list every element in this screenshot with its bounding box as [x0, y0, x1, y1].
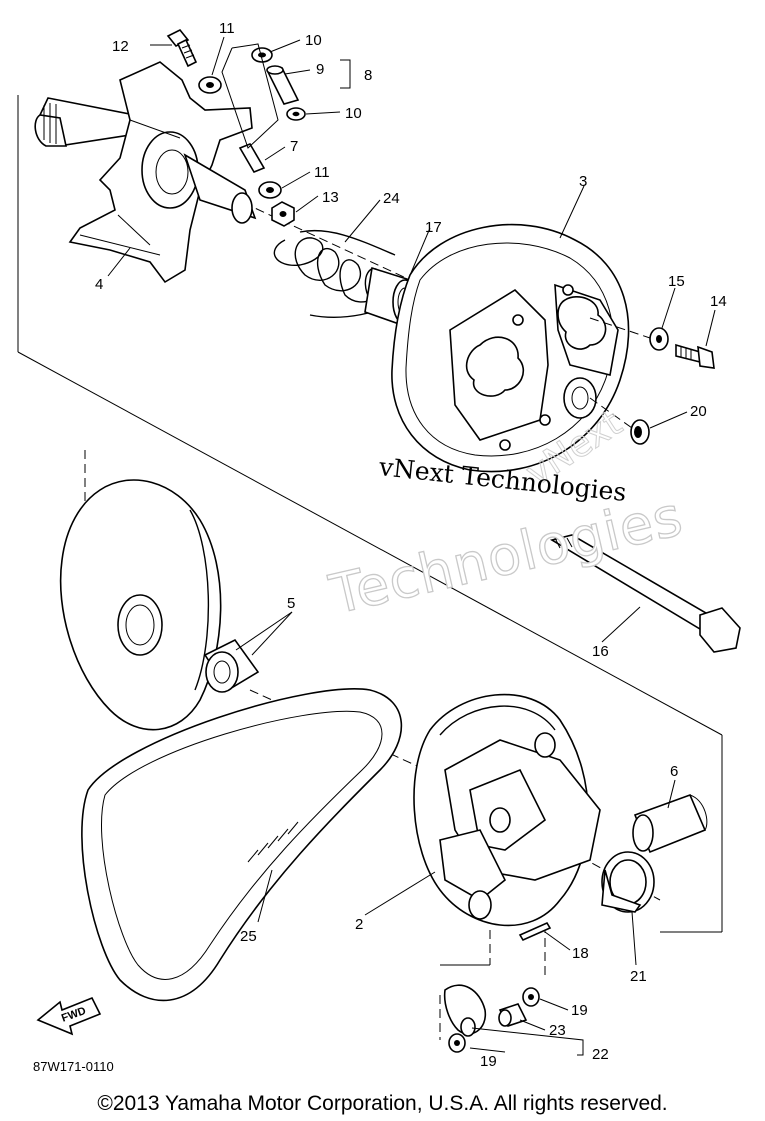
callout-11-mid: 11 — [314, 164, 330, 181]
part-bushing-21 — [601, 851, 655, 913]
callout-25: 25 — [240, 928, 257, 945]
callout-15: 15 — [668, 273, 685, 290]
callout-5: 5 — [287, 595, 295, 612]
callout-18: 18 — [572, 945, 589, 962]
part-hardware-top — [166, 28, 306, 227]
callout-10-mid: 10 — [345, 105, 362, 122]
callout-7: 7 — [290, 138, 298, 155]
callout-2: 2 — [355, 916, 363, 933]
callout-6: 6 — [670, 763, 678, 780]
fwd-arrow-icon: FWD — [36, 996, 102, 1036]
part-spider-shaft — [34, 61, 257, 284]
part-bushing-5 — [203, 638, 260, 693]
watermark-technologies: Technologies — [324, 484, 689, 626]
callout-21: 21 — [630, 968, 647, 985]
callout-8: 8 — [364, 67, 372, 84]
callout-24: 24 — [383, 190, 400, 207]
callout-12: 12 — [112, 38, 129, 55]
part-slider-6 — [632, 793, 708, 854]
callout-20: 20 — [690, 403, 707, 420]
part-movable-sheave — [413, 693, 601, 927]
callout-13: 13 — [322, 189, 339, 206]
part-fixed-sheave — [59, 479, 222, 731]
callout-4: 4 — [95, 276, 103, 293]
callout-17: 17 — [425, 219, 442, 236]
part-cover — [391, 223, 630, 473]
callout-labels: 12 11 10 9 8 10 7 11 13 24 17 3 4 15 14 … — [95, 20, 727, 1070]
callout-19-bottom: 19 — [480, 1053, 497, 1070]
part-long-bolt — [549, 534, 741, 653]
callout-16: 16 — [592, 643, 609, 660]
part-hardware-right — [589, 317, 715, 445]
part-belt — [81, 688, 403, 1002]
drawing-id: 87W171-0110 — [33, 1059, 114, 1074]
callout-11-top: 11 — [219, 20, 235, 37]
callout-19-top: 19 — [571, 1002, 588, 1019]
part-weight-22 — [443, 984, 540, 1053]
callout-22: 22 — [592, 1046, 609, 1063]
callout-9: 9 — [316, 61, 324, 78]
callout-10-top: 10 — [305, 32, 322, 49]
callout-23: 23 — [549, 1022, 566, 1039]
copyright-notice: ©2013 Yamaha Motor Corporation, U.S.A. A… — [97, 1092, 668, 1115]
part-pin-18 — [518, 921, 552, 942]
diagram-svg: FWD 12 11 10 9 8 — [17, 20, 741, 1074]
callout-14: 14 — [710, 293, 727, 310]
callout-3: 3 — [579, 173, 587, 190]
leader-lines — [107, 36, 716, 1056]
